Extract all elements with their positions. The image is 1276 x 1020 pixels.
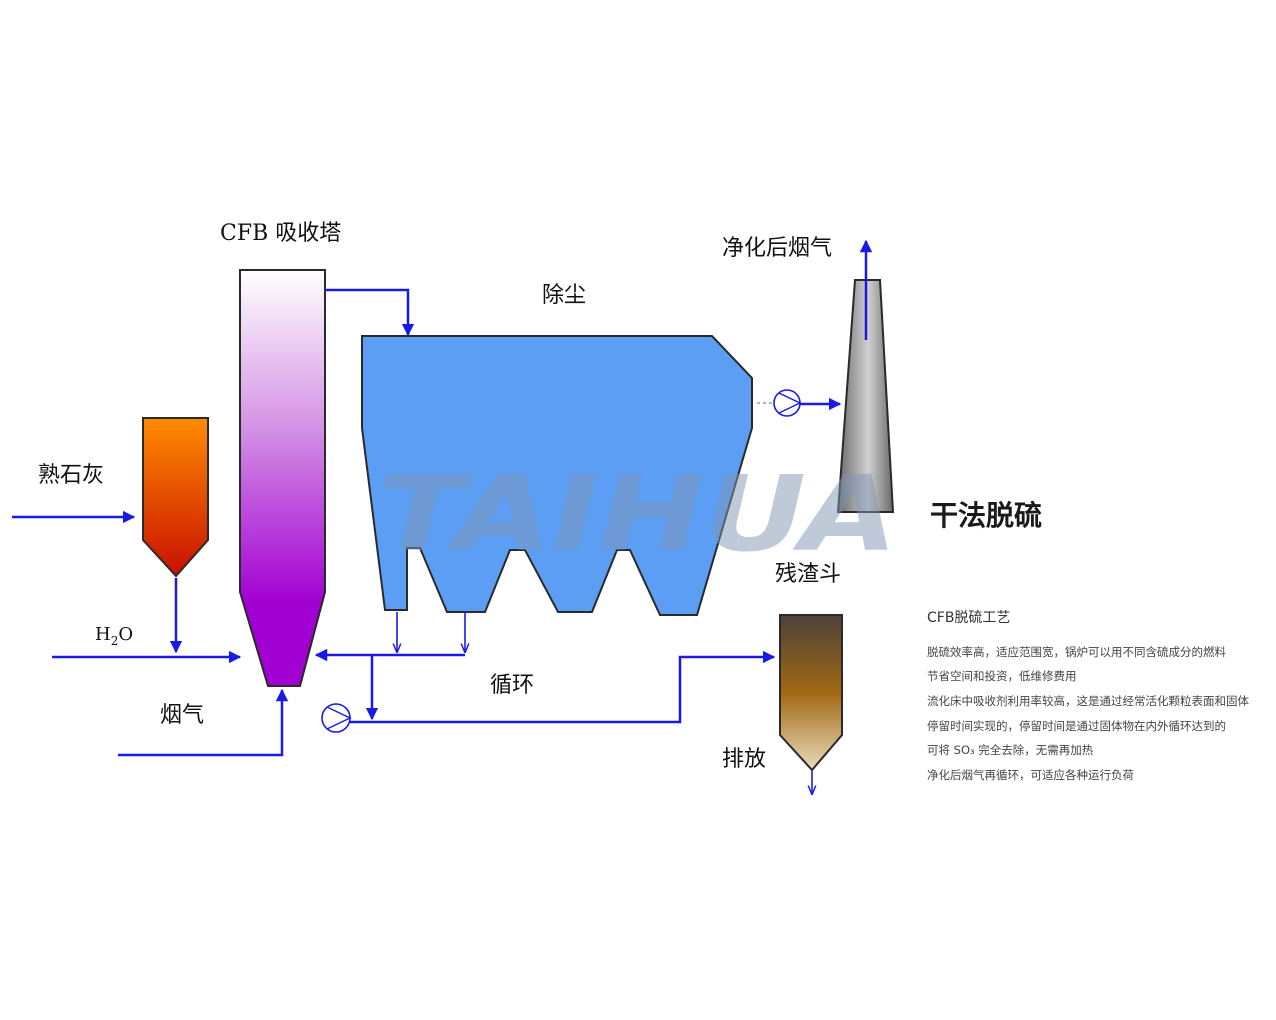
label-circulation: 循环 (490, 673, 534, 698)
label-dust-removal: 除尘 (542, 283, 586, 308)
label-water-tail: O (118, 624, 133, 645)
label-absorber: CFB 吸收塔 (220, 221, 341, 246)
chimney-stack (836, 279, 895, 513)
label-slaked-lime: 熟石灰 (38, 463, 104, 488)
flue-gas-inlet-arrow (118, 688, 289, 757)
process-description: CFB脱硫工艺 脱硫效率高，适应范围宽，锅炉可以用不同含硫成分的燃料 节省空间和… (927, 610, 1249, 782)
description-line: 脱硫效率高，适应范围宽，锅炉可以用不同含硫成分的燃料 (927, 645, 1226, 659)
residue-hopper (779, 614, 843, 772)
description-line: 停留时间实现的，停留时间是通过固体物在内外循环达到的 (927, 719, 1226, 733)
description-heading: CFB脱硫工艺 (927, 610, 1010, 626)
induced-draft-fan-icon (773, 389, 802, 417)
description-line: 节省空间和投资，低维修费用 (927, 669, 1077, 683)
description-line: 净化后烟气再循环，可适应各种运行负荷 (927, 768, 1134, 782)
dust-collector (361, 335, 753, 616)
slaked-lime-hopper (142, 417, 209, 578)
description-line: 可将 SO₃ 完全去除，无需再加热 (927, 743, 1094, 757)
watermark-logo: TAIHUA (378, 453, 898, 575)
diagram-title: 干法脱硫 (930, 499, 1042, 532)
recirculation-pump-icon (321, 703, 352, 733)
label-water-subscript: 2 (111, 634, 119, 648)
label-water-base: H (95, 624, 111, 645)
label-water: H2O (95, 624, 133, 648)
absorber-outlet-arrow (325, 288, 415, 337)
label-flue-gas: 烟气 (160, 703, 204, 728)
label-clean-flue-gas: 净化后烟气 (722, 236, 832, 261)
cfb-absorber-tower (239, 269, 326, 687)
residue-transfer-arrow (350, 650, 776, 724)
label-residue-hopper: 残渣斗 (775, 562, 841, 587)
label-discharge: 排放 (722, 747, 766, 772)
description-line: 流化床中吸收剂利用率较高，这是通过经常活化颗粒表面和固体 (927, 694, 1249, 708)
